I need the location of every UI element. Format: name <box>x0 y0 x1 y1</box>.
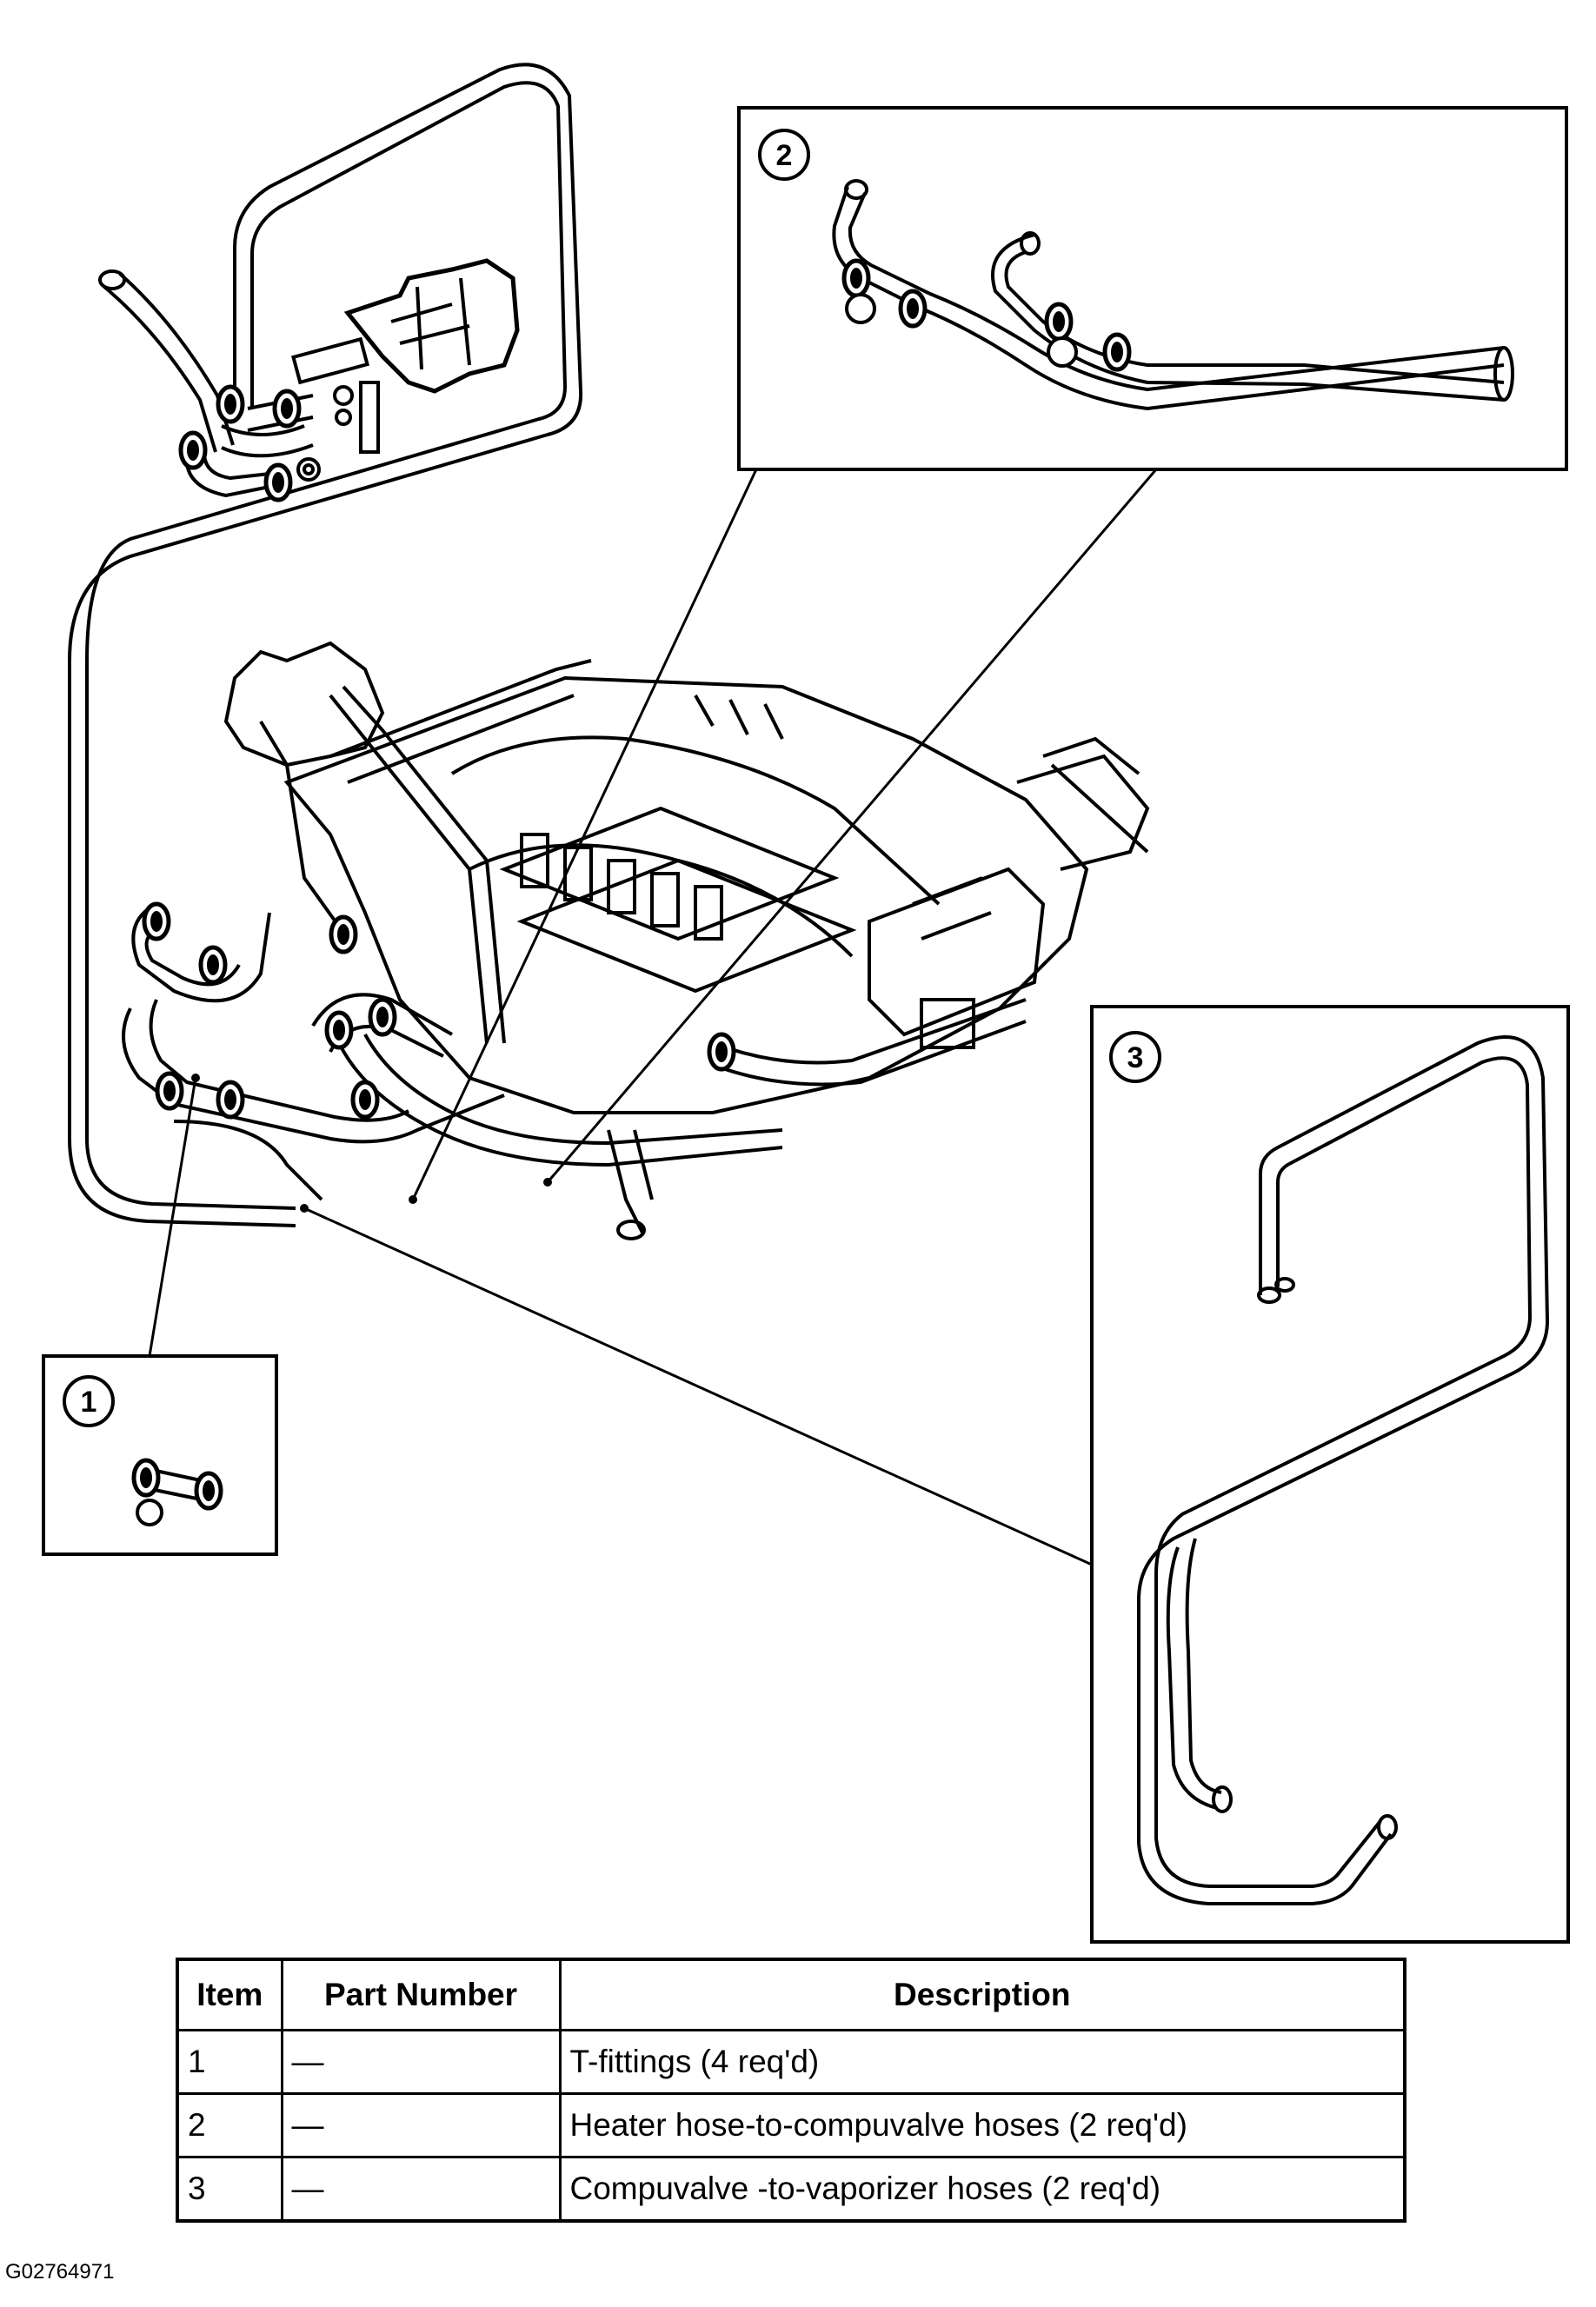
hose-clamp-icon <box>327 1013 351 1047</box>
hose-clamp-icon <box>144 904 169 939</box>
cell-description: T-fittings (4 req'd) <box>558 2029 1406 2095</box>
header-part-number: Part Number <box>280 1958 562 2031</box>
detail-box-2: 2 <box>409 106 1568 1204</box>
hose-clamp-icon <box>844 261 868 296</box>
hose-clamp-icon <box>370 1000 395 1034</box>
hose-clamp-icon <box>353 1082 377 1117</box>
t-fitting-icon <box>196 1473 221 1508</box>
hose-clamp-icon <box>331 917 356 952</box>
header-description: Description <box>558 1958 1406 2031</box>
hose-clamp-icon <box>1105 335 1129 369</box>
cell-part-number: — <box>280 2156 562 2223</box>
callout-2-label: 2 <box>776 139 793 172</box>
cell-description: Heater hose-to-compuvalve hoses (2 req'd… <box>558 2092 1406 2158</box>
compuvalve-assembly <box>68 63 583 1227</box>
hose-clamp-icon <box>218 1082 243 1117</box>
intake-manifold <box>122 641 1150 1240</box>
cell-description: Compuvalve -to-vaporizer hoses (2 req'd) <box>558 2156 1406 2223</box>
t-fitting-icon <box>134 1460 158 1495</box>
cell-item: 2 <box>176 2092 283 2158</box>
hose-clamp-icon <box>1047 304 1071 339</box>
detail-box-3: 3 <box>300 1005 1570 1944</box>
table-row: 3 — Compuvalve -to-vaporizer hoses (2 re… <box>176 2156 1406 2223</box>
header-item: Item <box>176 1958 283 2031</box>
parts-table: Item Part Number Description 1 — T-fitti… <box>176 1958 1406 2223</box>
table-row: 2 — Heater hose-to-compuvalve hoses (2 r… <box>176 2092 1406 2158</box>
hose-clamp-icon <box>275 391 299 426</box>
detail-box-1: 1 <box>42 1074 278 1556</box>
hose-clamp-icon <box>266 465 290 500</box>
table-row: 1 — T-fittings (4 req'd) <box>176 2029 1406 2095</box>
callout-3-label: 3 <box>1127 1041 1144 1074</box>
cell-item: 3 <box>176 2156 283 2223</box>
hose-clamp-icon <box>709 1034 734 1069</box>
hose-clamp-icon <box>201 947 225 982</box>
table-header-row: Item Part Number Description <box>176 1958 1406 2031</box>
callout-1-label: 1 <box>81 1386 97 1419</box>
figure-id: G02764971 <box>5 2260 115 2284</box>
hose-clamp-icon <box>901 291 925 326</box>
hose-clamp-icon <box>157 1074 182 1108</box>
cell-part-number: — <box>280 2092 562 2158</box>
cell-part-number: — <box>280 2029 562 2095</box>
cell-item: 1 <box>176 2029 283 2095</box>
hose-clamp-icon <box>218 387 243 422</box>
hose-clamp-icon <box>181 433 205 468</box>
